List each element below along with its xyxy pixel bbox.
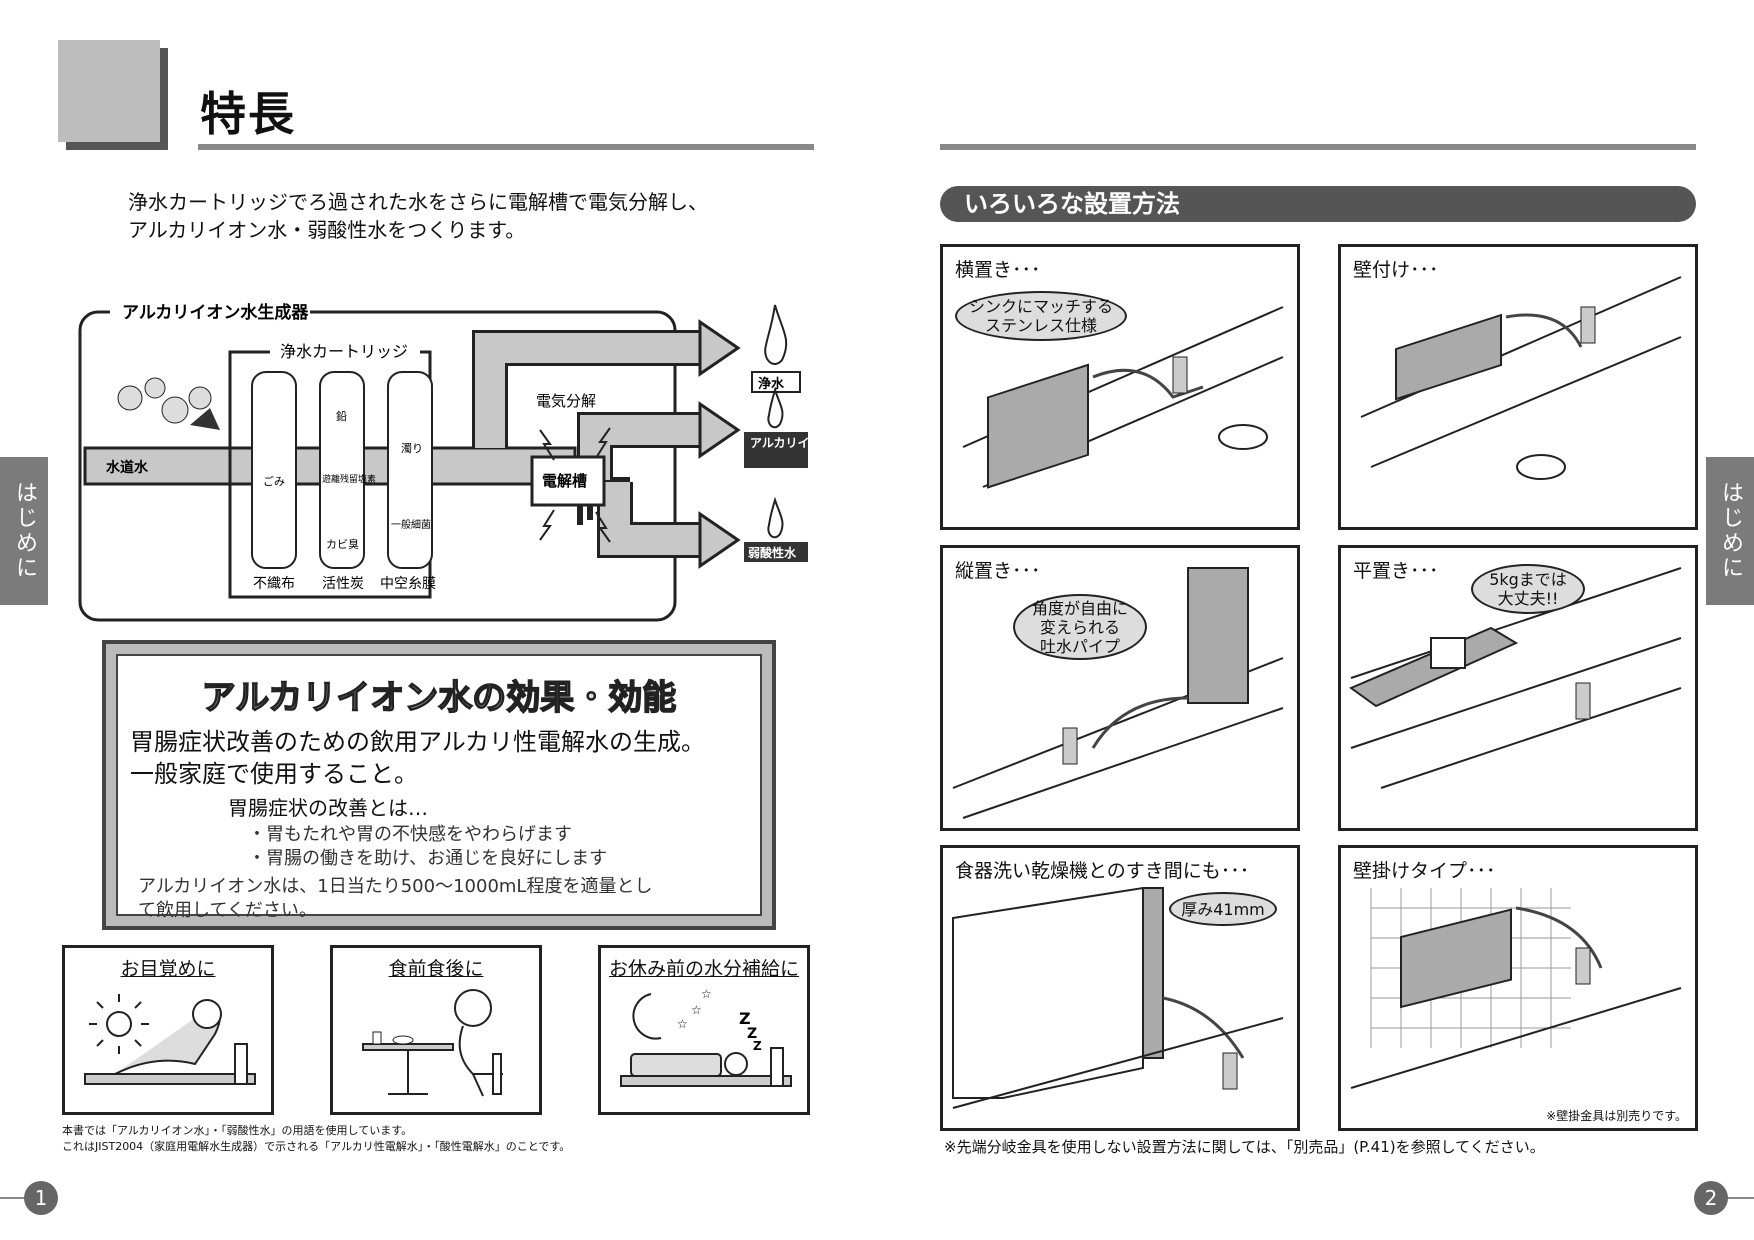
svg-text:Z: Z xyxy=(739,1009,751,1028)
panel-wall-hung: 壁掛けタイプ･･･ ※壁掛金具は別売りです。 xyxy=(1338,845,1698,1131)
panel-caption-4: 平置き･･･ xyxy=(1353,560,1439,582)
bubble-weight: 5kgまでは大丈夫!! xyxy=(1471,564,1585,614)
panel-horizontal: 横置き･･･ シンクにマッチするステンレス仕様 xyxy=(940,244,1300,530)
bubble-stainless: シンクにマッチするステンレス仕様 xyxy=(955,291,1127,341)
usage-caption-1: お目覚めに xyxy=(120,958,216,980)
impurity-mold: カビ臭 xyxy=(326,537,359,551)
wall-hung-install-illustration xyxy=(1350,888,1682,1089)
intro-text: 浄水カートリッジでろ過された水をさらに電解槽で電気分解し、 アルカリイオン水・弱… xyxy=(128,188,708,244)
usage-caption-3: お休み前の水分補給に xyxy=(608,958,799,980)
moon-icon xyxy=(632,993,662,1040)
dishwasher-install-illustration xyxy=(952,886,1284,1109)
panel-flat: 平置き･･･ 5kgまでは大丈夫!! xyxy=(1338,545,1698,831)
wall-install-illustration xyxy=(1360,276,1682,480)
bubble-thickness: 厚み41mm xyxy=(1169,892,1277,926)
panel-caption-5: 食器洗い乾燥機とのすき間にも･･･ xyxy=(955,860,1250,882)
filter-2 xyxy=(319,371,365,569)
svg-text:☆: ☆ xyxy=(677,1017,688,1031)
title-decoration xyxy=(58,40,160,142)
panel-dishwasher-gap: 食器洗い乾燥機とのすき間にも･･･ 厚み41mm xyxy=(940,845,1300,1131)
vertical-install-illustration xyxy=(952,567,1284,819)
panel-vertical: 縦置き･･･ 角度が自由に変えられる吐水パイプ xyxy=(940,545,1300,831)
sleeping-person-illustration xyxy=(84,994,256,1085)
right-title-rule xyxy=(940,144,1696,150)
droplet-acidic xyxy=(767,496,784,539)
panel-caption-2: 壁付け･･･ xyxy=(1353,259,1439,281)
arrow-pure xyxy=(698,319,741,377)
effect-bullet-2: ・胃腸の働きを助け、お通じを良好にします xyxy=(248,848,608,869)
intro-line-2: アルカリイオン水・弱酸性水をつくります。 xyxy=(128,218,526,242)
impurity-gomi: ごみ xyxy=(263,474,285,488)
filter-1 xyxy=(251,371,297,569)
filter-label-1: 不織布 xyxy=(253,576,295,592)
effect-heading: アルカリイオン水の効果・効能 xyxy=(201,677,677,719)
filter-label-2: 活性炭 xyxy=(322,576,364,592)
dining-person-illustration xyxy=(362,989,503,1097)
page-title: 特長 xyxy=(200,87,296,141)
panel-wall-mounted: 壁付け･･･ xyxy=(1338,244,1698,530)
arrow-alkaline xyxy=(698,401,741,459)
svg-text:☆: ☆ xyxy=(701,987,712,1001)
electrolysis-cell xyxy=(530,455,606,507)
page-number-left: 1 xyxy=(24,1181,58,1215)
output-label-acidic: 弱酸性水 xyxy=(748,545,797,560)
usage-meal: 食前食後に xyxy=(330,945,542,1115)
effect-line-1: 胃腸症状改善のための飲用アルカリ性電解水の生成。 xyxy=(130,728,706,756)
panel-caption-6: 壁掛けタイプ･･･ xyxy=(1353,860,1496,882)
side-tab-left[interactable]: はじめに xyxy=(0,457,48,605)
impurity-lead: 鉛 xyxy=(336,409,347,423)
impurity-turbid: 濁り xyxy=(401,442,423,455)
svg-text:Z: Z xyxy=(747,1026,757,1042)
effect-subheading: 胃腸症状の改善とは… xyxy=(228,796,428,820)
footnote-2: これはJIST2004（家庭用電解水生成器）で示される「アルカリ性電解水」・「酸… xyxy=(62,1140,571,1153)
title-rule xyxy=(198,144,814,150)
effect-line-2: 一般家庭で使用すること。 xyxy=(130,760,418,788)
page-number-right: 2 xyxy=(1694,1181,1728,1215)
process-diagram: アルカリイオン水生成器 水道水 浄水カートリッジ 不織布 活性炭 中空糸膜 ごみ… xyxy=(78,300,810,622)
side-tab-right[interactable]: はじめに xyxy=(1706,457,1754,605)
panel-caption-1: 横置き･･･ xyxy=(955,259,1041,281)
svg-text:☆: ☆ xyxy=(691,1003,702,1017)
cartridge-label: 浄水カートリッジ xyxy=(280,342,408,361)
electrolysis-label: 電気分解 xyxy=(536,392,596,410)
effect-note-1: アルカリイオン水は、1日当たり500～1000mL程度を適量とし xyxy=(138,876,653,897)
bottom-note: ※先端分岐金具を使用しない設置方法に関しては、「別売品」(P.41)を参照してく… xyxy=(944,1138,1545,1156)
impurity-chlorine: 遊離残留塩素 xyxy=(322,473,376,485)
droplet-alkaline xyxy=(767,386,784,429)
horizontal-install-illustration xyxy=(962,306,1284,489)
footnote-1: 本書では「アルカリイオン水」・「弱酸性水」の用語を使用しています。 xyxy=(62,1124,413,1137)
droplet-pure xyxy=(764,304,788,365)
wall-mount-note: ※壁掛金具は別売りです。 xyxy=(1546,1109,1687,1123)
intro-line-1: 浄水カートリッジでろ過された水をさらに電解槽で電気分解し、 xyxy=(128,190,708,214)
filter-3 xyxy=(387,371,433,569)
output-label-pure: 浄水 xyxy=(758,376,785,392)
sun-icon xyxy=(106,1011,132,1037)
impurity-bacteria: 一般細菌 xyxy=(391,518,431,531)
section-title: いろいろな設置方法 xyxy=(940,186,1696,222)
generator-label: アルカリイオン水生成器 xyxy=(122,302,309,323)
panel-caption-3: 縦置き･･･ xyxy=(955,560,1041,582)
usage-caption-2: 食前食後に xyxy=(388,958,484,980)
cell-label: 電解槽 xyxy=(542,472,587,490)
flat-install-illustration xyxy=(1348,567,1682,789)
svg-text:Z: Z xyxy=(753,1039,762,1053)
arrow-acidic xyxy=(698,511,741,569)
effect-bullet-1: ・胃もたれや胃の不快感をやわらげます xyxy=(248,824,572,845)
bubble-pipe: 角度が自由に変えられる吐水パイプ xyxy=(1013,594,1147,660)
bedtime-illustration: ☆☆☆ ZZZ xyxy=(620,987,792,1087)
filter-label-3: 中空糸膜 xyxy=(380,576,436,592)
effect-note-2: て飲用してください。 xyxy=(138,900,317,921)
output-label-alkaline: アルカリイオン水 xyxy=(750,435,810,450)
input-label: 水道水 xyxy=(106,459,149,476)
effect-box: アルカリイオン水の効果・効能 胃腸症状改善のための飲用アルカリ性電解水の生成。 … xyxy=(102,640,776,930)
output-alkaline-box xyxy=(744,432,808,468)
usage-morning: お目覚めに xyxy=(62,945,274,1115)
